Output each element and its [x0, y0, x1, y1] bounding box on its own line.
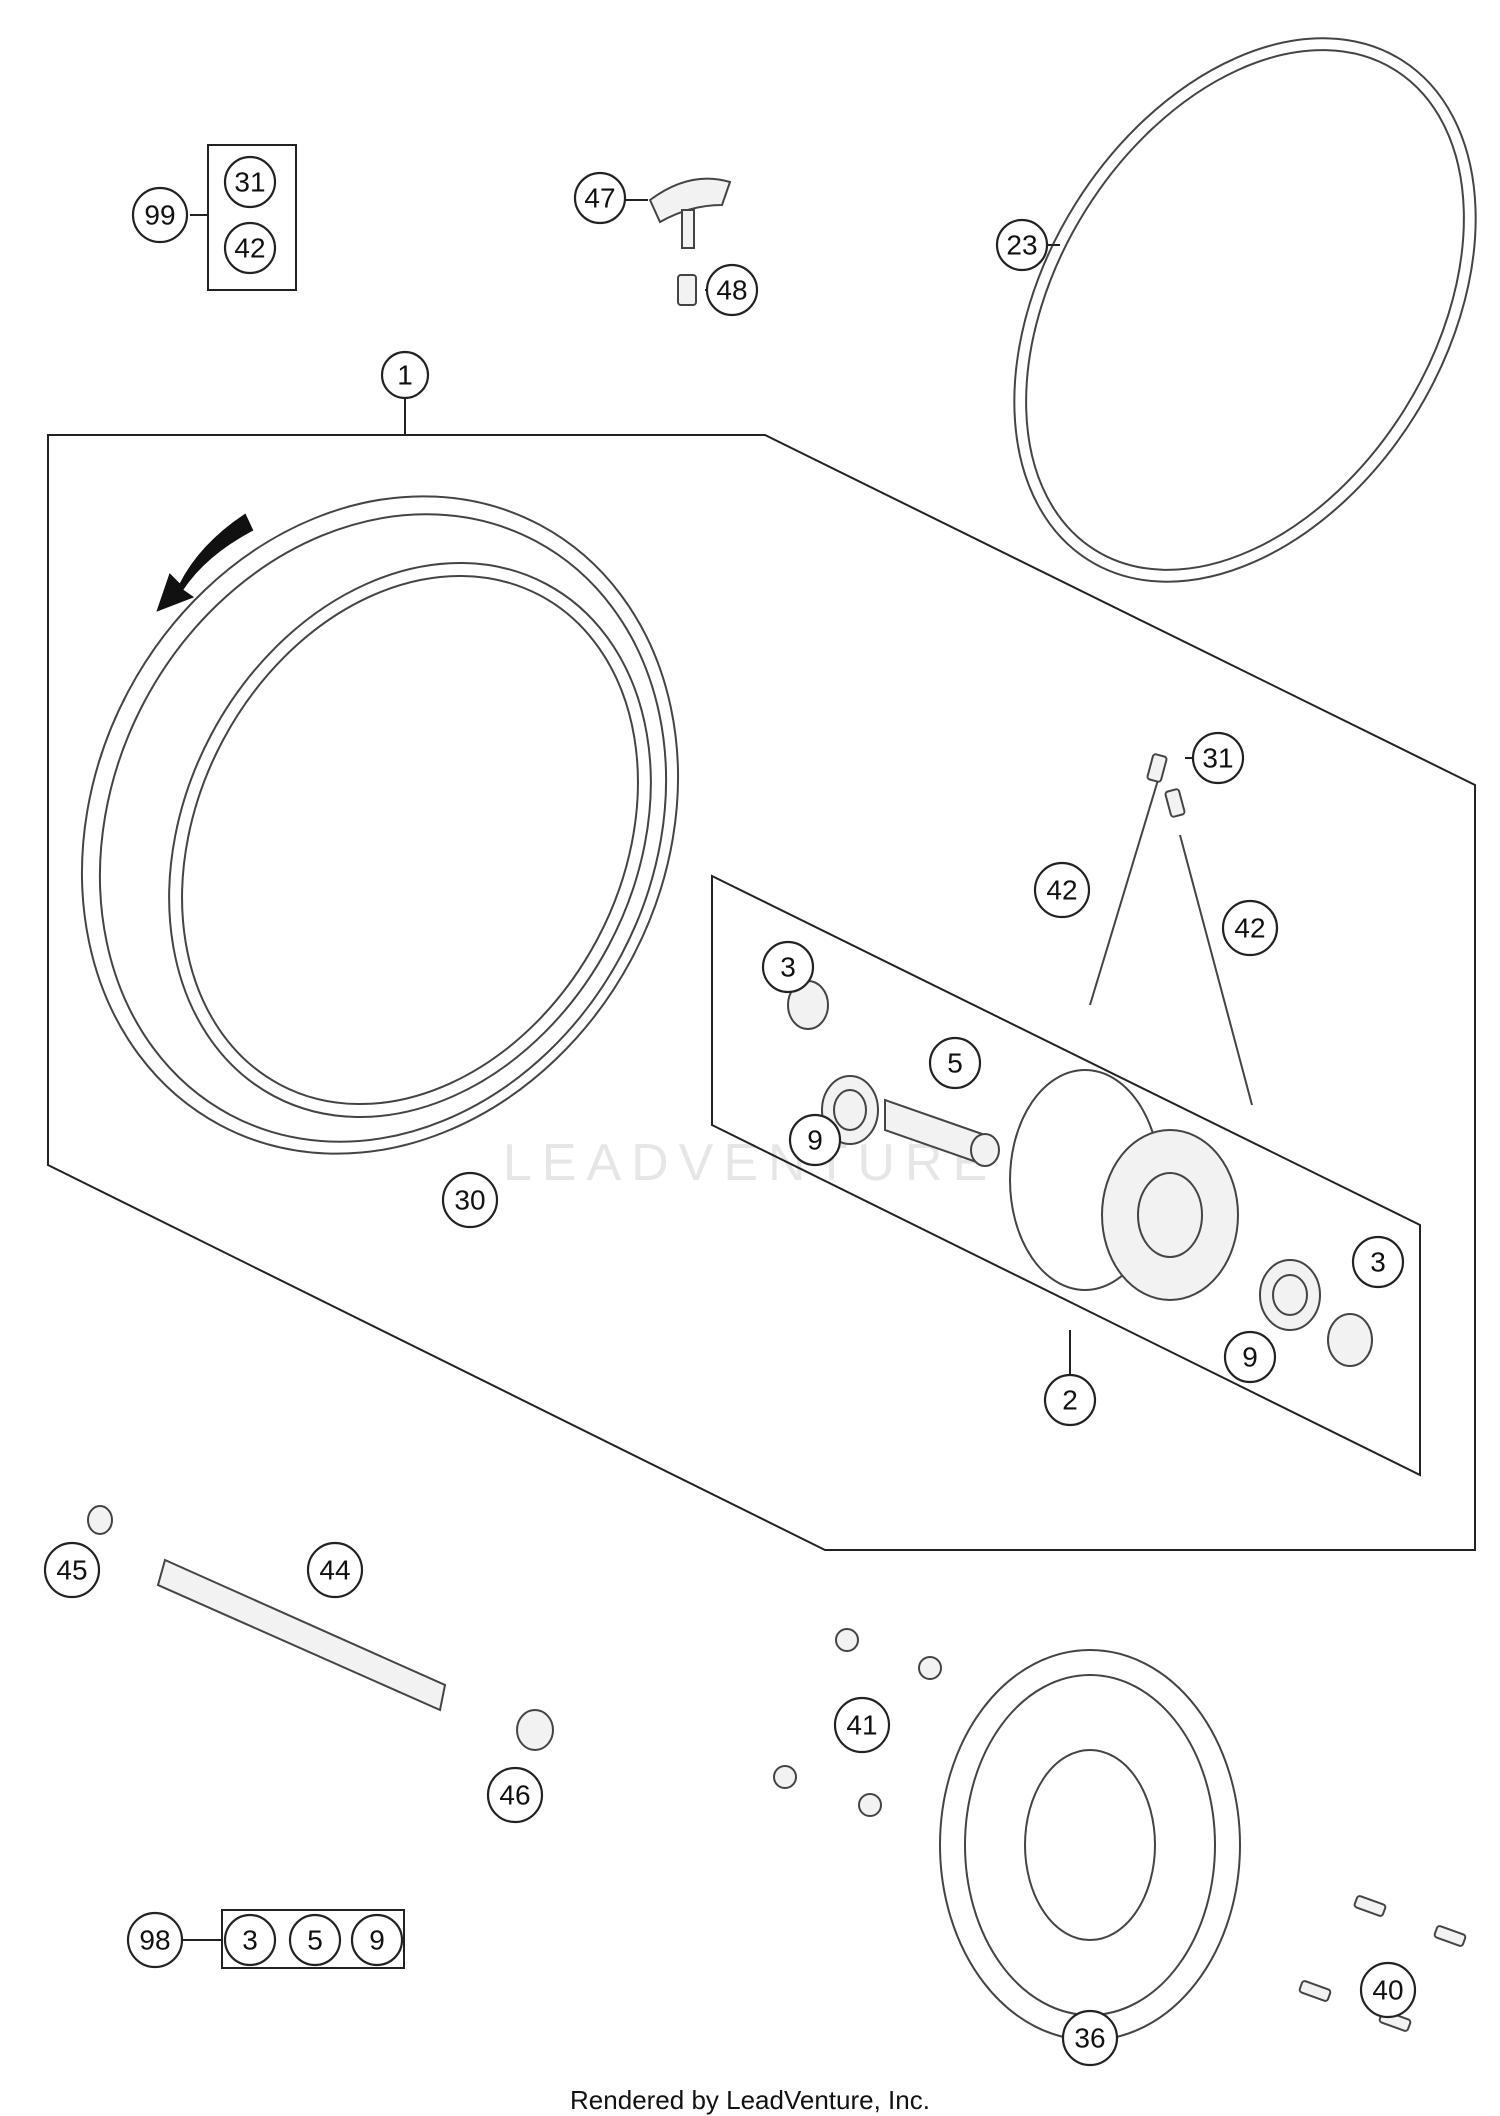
rotation-arrow-icon [156, 513, 254, 612]
watermark: LEADVENTURE [503, 1134, 997, 1192]
svg-text:41: 41 [846, 1710, 877, 1741]
svg-text:46: 46 [499, 1780, 530, 1811]
svg-text:30: 30 [454, 1185, 485, 1216]
svg-text:48: 48 [716, 275, 747, 306]
brake-disc-part [939, 1649, 1241, 2041]
axle-parts [87, 1505, 554, 1751]
svg-text:44: 44 [319, 1555, 350, 1586]
svg-text:36: 36 [1074, 2023, 1105, 2054]
svg-text:3: 3 [242, 1925, 258, 1956]
svg-text:47: 47 [584, 183, 615, 214]
rim-lock-part [648, 177, 732, 306]
svg-text:9: 9 [807, 1125, 823, 1156]
callout-5: 5 [928, 1036, 982, 1090]
callout-98-3: 3 [223, 1913, 277, 1967]
svg-text:45: 45 [56, 1555, 87, 1586]
nuts-part [773, 1628, 942, 1817]
svg-text:31: 31 [234, 167, 265, 198]
rim-band-part [1013, 37, 1477, 583]
callout-31: 31 [1191, 731, 1245, 785]
callout-47: 47 [573, 171, 627, 225]
callout-41: 41 [833, 1696, 891, 1754]
footer-credit: Rendered by LeadVenture, Inc. [570, 2085, 930, 2115]
hub-parts [787, 980, 1373, 1367]
callout-98-5: 5 [288, 1913, 342, 1967]
callout-42: 42 [1033, 861, 1091, 919]
callout-42: 42 [223, 221, 277, 275]
callout-31: 31 [223, 155, 277, 209]
callout-3: 3 [1351, 1235, 1405, 1289]
svg-text:1: 1 [397, 360, 413, 391]
svg-text:42: 42 [1046, 875, 1077, 906]
callout-2: 2 [1043, 1373, 1097, 1427]
kit-box-99 [207, 144, 297, 291]
callout-46: 46 [486, 1766, 544, 1824]
svg-text:98: 98 [139, 1925, 170, 1956]
callout-98-9: 9 [350, 1913, 404, 1967]
callout-30: 30 [441, 1171, 499, 1229]
svg-text:9: 9 [1242, 1342, 1258, 1373]
callout-1: 1 [380, 350, 430, 400]
svg-text:3: 3 [1370, 1247, 1386, 1278]
callout-44: 44 [306, 1541, 364, 1599]
svg-text:5: 5 [307, 1925, 323, 1956]
svg-text:2: 2 [1062, 1385, 1078, 1416]
callout-40: 40 [1359, 1961, 1417, 2019]
callout-36: 36 [1061, 2009, 1119, 2067]
spokes-part [1089, 753, 1253, 1106]
callout-23: 23 [995, 218, 1049, 272]
callout-3: 3 [761, 940, 815, 994]
svg-text:9: 9 [369, 1925, 385, 1956]
svg-text:40: 40 [1372, 1975, 1403, 2006]
svg-text:99: 99 [144, 200, 175, 231]
callout-9: 9 [788, 1113, 842, 1167]
callout-48: 48 [705, 263, 759, 317]
callout-9: 9 [1223, 1330, 1277, 1384]
wheel-assembly-outline [47, 434, 1476, 1551]
rim-part [81, 495, 679, 1155]
svg-text:5: 5 [947, 1048, 963, 1079]
svg-text:31: 31 [1202, 743, 1233, 774]
svg-text:42: 42 [1234, 913, 1265, 944]
hub-assembly-outline [711, 874, 1421, 1477]
svg-text:42: 42 [234, 233, 265, 264]
svg-text:3: 3 [780, 952, 796, 983]
callout-99: 99 [131, 186, 189, 244]
callout-98: 98 [126, 1911, 184, 1969]
callout-42: 42 [1221, 899, 1279, 957]
callout-45: 45 [43, 1541, 101, 1599]
svg-text:23: 23 [1006, 230, 1037, 261]
